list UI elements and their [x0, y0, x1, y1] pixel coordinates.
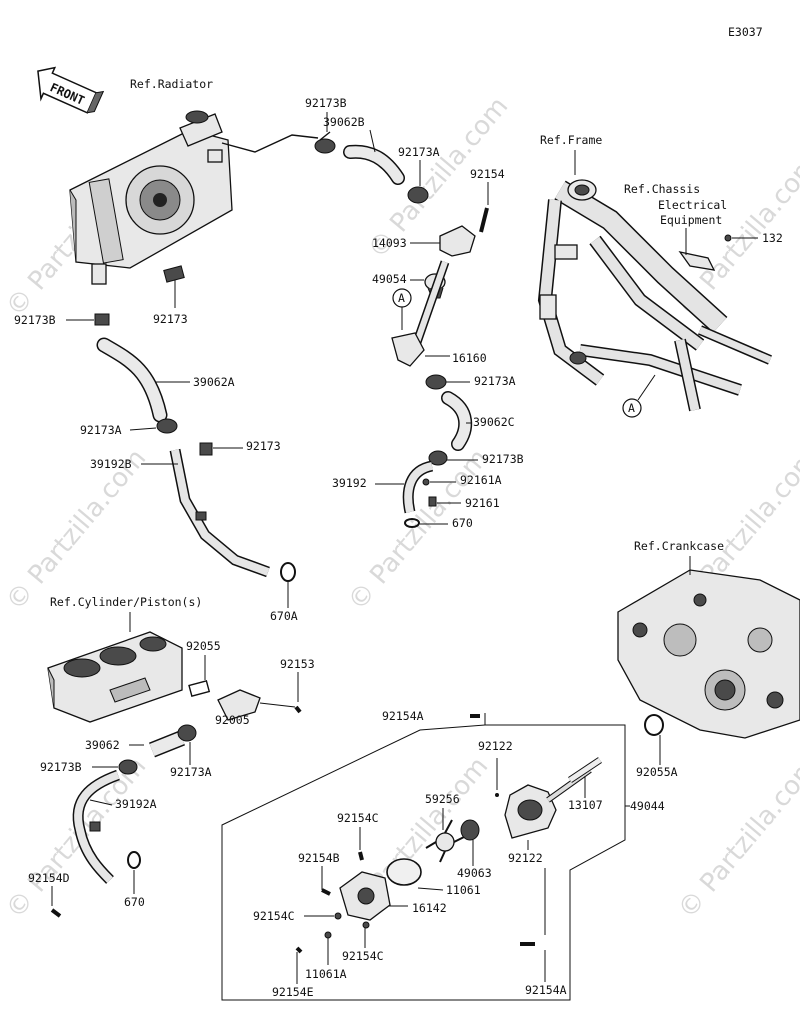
part-label-92055: 92055: [186, 639, 221, 653]
part-label-92154d: 92154D: [28, 871, 70, 885]
clamp-92173b-mid: [428, 450, 448, 466]
pump-cover-16142: [339, 871, 391, 921]
hose-39062b: [344, 146, 404, 184]
pipe-39192b: [171, 449, 270, 576]
part-label-92122: 92122: [508, 851, 543, 865]
ref-chassis-label: Ref.Chassis: [624, 182, 700, 196]
part-label-39062: 39062: [85, 738, 120, 752]
front-arrow-icon: FRONT: [37, 66, 105, 114]
part-label-92153: 92153: [280, 657, 315, 671]
callout-a: A: [628, 401, 635, 415]
pump-body-49044: [504, 767, 592, 839]
part-label-92055a: 92055A: [636, 765, 678, 779]
part-label-92173b: 92173B: [14, 313, 56, 327]
frame-assembly: [537, 179, 772, 412]
part-label-16160: 16160: [452, 351, 487, 365]
part-label-39192: 39192: [332, 476, 367, 490]
clamp-92173b-top: [314, 131, 336, 154]
part-label-92173a: 92173A: [474, 374, 516, 388]
part-label-92161: 92161: [465, 496, 500, 510]
part-label-670: 670: [452, 516, 473, 530]
part-label-39062b: 39062B: [323, 115, 365, 129]
ref-chassis-label: Equipment: [660, 213, 722, 227]
part-label-92161a: 92161A: [460, 473, 502, 487]
ref-crankcase-label: Ref.Crankcase: [634, 539, 724, 553]
part-label-49054: 49054: [372, 272, 407, 286]
radiator-assembly: [69, 110, 319, 285]
clamp-92173a-top: [407, 186, 429, 204]
part-label-39192b: 39192B: [90, 457, 132, 471]
ref-chassis-label: Electrical: [658, 198, 727, 212]
clamp-92173a-low: [177, 724, 197, 742]
clamp-92173a-left: [156, 418, 178, 434]
ref-cylinder-label: Ref.Cylinder/Piston(s): [50, 595, 202, 609]
part-label-670a: 670A: [270, 609, 298, 623]
part-label-92173a: 92173A: [80, 423, 122, 437]
part-label-11061a: 11061A: [305, 967, 347, 981]
part-label-92154a: 92154A: [382, 709, 424, 723]
part-label-13107: 13107: [568, 798, 603, 812]
gasket-92055: [188, 679, 211, 697]
clamp-92173a-mid: [425, 374, 447, 390]
clamp-92173-left: [199, 442, 213, 456]
part-label-132: 132: [762, 231, 783, 245]
part-label-92154c: 92154C: [342, 949, 384, 963]
shaft-13107: [568, 757, 602, 783]
part-label-92173a: 92173A: [170, 765, 212, 779]
part-label-92154: 92154: [470, 167, 505, 181]
fitting-92005: [217, 689, 261, 721]
part-label-39192a: 39192A: [115, 797, 157, 811]
watermark: © Partzilla.com: [672, 752, 800, 925]
cylinder-block: [47, 631, 183, 723]
seal-49063: [460, 819, 480, 841]
pipe-39192: [404, 462, 434, 513]
gasket-11061: [386, 858, 422, 886]
part-label-92173: 92173: [246, 439, 281, 453]
ref-radiator-label: Ref.Radiator: [130, 77, 213, 91]
housing-16160: [391, 332, 425, 367]
part-label-49063: 49063: [457, 866, 492, 880]
part-label-14093: 14093: [372, 236, 407, 250]
part-label-92154c: 92154C: [253, 909, 295, 923]
clamp-92173b-low: [118, 759, 138, 775]
part-label-39062c: 39062C: [473, 415, 515, 429]
pipe-39192a: [74, 771, 120, 883]
impeller-59256: [425, 819, 467, 863]
part-label-92173: 92173: [153, 312, 188, 326]
part-label-92154c: 92154C: [337, 811, 379, 825]
part-label-92173b: 92173B: [305, 96, 347, 110]
part-label-92005: 92005: [215, 713, 250, 727]
part-label-39062a: 39062A: [193, 375, 235, 389]
part-label-92122: 92122: [478, 739, 513, 753]
hose-39062: [149, 731, 185, 757]
part-label-92173a: 92173A: [398, 145, 440, 159]
cover-14093: [439, 225, 476, 257]
part-label-92154b: 92154B: [298, 851, 340, 865]
diagram-code: E3037: [728, 25, 763, 39]
crankcase: [617, 569, 800, 739]
part-label-92173b: 92173B: [482, 452, 524, 466]
part-label-49044: 49044: [630, 799, 665, 813]
hose-39062c: [442, 392, 471, 450]
part-label-59256: 59256: [425, 792, 460, 806]
part-label-16142: 16142: [412, 901, 447, 915]
part-label-92154e: 92154E: [272, 985, 314, 999]
part-label-11061: 11061: [446, 883, 481, 897]
callout-a: A: [398, 291, 405, 305]
part-label-92154a: 92154A: [525, 983, 567, 997]
hose-39062a: [98, 339, 166, 421]
part-label-92173b: 92173B: [40, 760, 82, 774]
clamp-92173b-left: [94, 313, 110, 326]
part-label-670: 670: [124, 895, 145, 909]
ref-frame-label: Ref.Frame: [540, 133, 602, 147]
